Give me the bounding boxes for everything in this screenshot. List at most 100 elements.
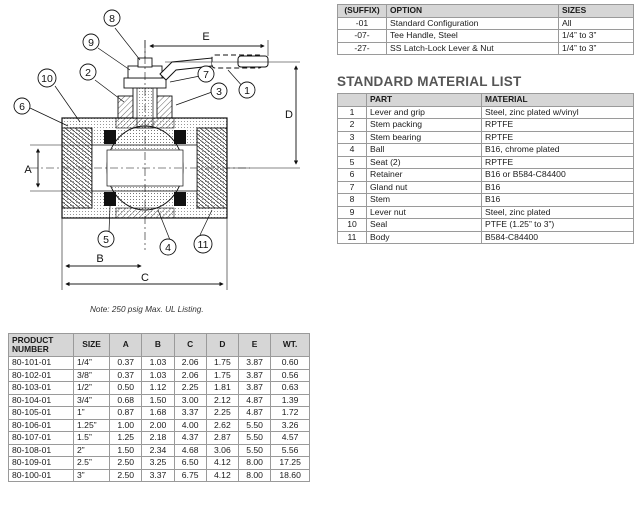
part-name-cell: Stem bearing: [366, 130, 482, 144]
dim-label-a: A: [24, 164, 32, 176]
size-cell: 1.5”: [72, 431, 111, 445]
dim-a-cell: 0.37: [109, 356, 143, 370]
product-number-cell: 80-106-01: [8, 418, 74, 432]
column-header: A: [109, 333, 143, 357]
product-number-cell: 80-104-01: [8, 393, 74, 407]
weight-cell: 0.56: [270, 368, 310, 382]
svg-text:5: 5: [103, 234, 109, 246]
svg-text:3: 3: [216, 86, 222, 98]
dim-c-cell: 4.37: [173, 431, 207, 445]
dim-d-cell: 4.12: [205, 456, 239, 470]
dimension-c: C: [65, 218, 228, 290]
column-header: C: [173, 333, 207, 357]
dim-a-cell: 0.68: [109, 393, 143, 407]
material-list-title: STANDARD MATERIAL LIST: [337, 74, 522, 89]
svg-text:1: 1: [244, 85, 250, 97]
product-number-cell: 80-109-01: [8, 456, 74, 470]
callout-6: 6: [13, 97, 31, 115]
dimension-a: A: [24, 144, 92, 192]
part-name-cell: Seal: [366, 218, 482, 232]
size-cell: 1”: [72, 406, 111, 420]
dim-a-cell: 1.25: [109, 431, 143, 445]
column-header: SIZES: [558, 4, 634, 18]
dim-c-cell: 6.75: [173, 468, 207, 482]
sizes-cell: All: [558, 16, 634, 30]
suffix-cell: -07-: [337, 29, 387, 43]
product-number-cell: 80-103-01: [8, 381, 74, 395]
size-cell: 1/2”: [72, 381, 111, 395]
callout-11: 11: [193, 234, 213, 254]
column-header: D: [205, 333, 239, 357]
part-name-cell: Lever nut: [366, 205, 482, 219]
dim-b-cell: 2.34: [141, 443, 175, 457]
part-name-cell: Retainer: [366, 168, 482, 182]
dim-d-cell: 2.62: [205, 418, 239, 432]
size-cell: 1.25”: [72, 418, 111, 432]
dim-b-cell: 2.00: [141, 418, 175, 432]
weight-cell: 0.63: [270, 381, 310, 395]
callout-9: 9: [82, 33, 100, 51]
dim-e-cell: 3.87: [237, 381, 272, 395]
dim-a-cell: 0.87: [109, 406, 143, 420]
column-header: [337, 93, 367, 107]
dim-c-cell: 2.06: [173, 368, 207, 382]
dim-b-cell: 1.03: [141, 368, 175, 382]
dim-d-cell: 2.25: [205, 406, 239, 420]
callout-1: 1: [238, 81, 256, 99]
dim-d-cell: 2.87: [205, 431, 239, 445]
callout-8: 8: [103, 9, 121, 27]
column-header: E: [237, 333, 272, 357]
weight-cell: 17.25: [270, 456, 310, 470]
dim-b-cell: 1.12: [141, 381, 175, 395]
suffix-cell: -01: [337, 16, 387, 30]
part-name-cell: Lever and grip: [366, 105, 482, 119]
dim-e-cell: 3.87: [237, 368, 272, 382]
size-cell: 1/4”: [72, 356, 111, 370]
option-cell: Standard Configuration: [386, 16, 559, 30]
suffix-cell: -27-: [337, 41, 387, 55]
dim-label-d: D: [285, 109, 293, 121]
product-number-cell: 80-101-01: [8, 356, 74, 370]
dim-d-cell: 4.12: [205, 468, 239, 482]
part-name-cell: Stem packing: [366, 118, 482, 132]
dim-e-cell: 4.87: [237, 406, 272, 420]
product-number-cell: 80-108-01: [8, 443, 74, 457]
column-header: MATERIAL: [481, 93, 634, 107]
callout-7: 7: [197, 65, 215, 83]
dim-c-cell: 4.68: [173, 443, 207, 457]
ball-valve-cross-section-drawing: E D A B C: [13, 9, 300, 290]
dim-label-c: C: [141, 272, 149, 284]
svg-text:9: 9: [88, 37, 94, 49]
material-cell: B16 or B584-C84400: [481, 168, 634, 182]
dim-a-cell: 1.00: [109, 418, 143, 432]
table-row: -07- Tee Handle, Steel 1/4” to 3”: [337, 29, 634, 43]
table-row: -01 Standard Configuration All: [337, 16, 634, 30]
callout-10: 10: [37, 68, 57, 88]
dim-a-cell: 1.50: [109, 443, 143, 457]
part-number-cell: 2: [337, 118, 367, 132]
dim-d-cell: 1.81: [205, 381, 239, 395]
dim-c-cell: 2.25: [173, 381, 207, 395]
size-cell: 2”: [72, 443, 111, 457]
dimension-d: D: [165, 61, 300, 169]
part-number-cell: 6: [337, 168, 367, 182]
part-number-cell: 1: [337, 105, 367, 119]
dim-e-cell: 5.50: [237, 431, 272, 445]
weight-cell: 0.60: [270, 356, 310, 370]
weight-cell: 4.57: [270, 431, 310, 445]
dim-d-cell: 1.75: [205, 356, 239, 370]
dim-e-cell: 4.87: [237, 393, 272, 407]
material-cell: PTFE (1.25” to 3”): [481, 218, 634, 232]
size-cell: 3”: [72, 468, 111, 482]
part-number-cell: 4: [337, 143, 367, 157]
dim-c-cell: 4.00: [173, 418, 207, 432]
